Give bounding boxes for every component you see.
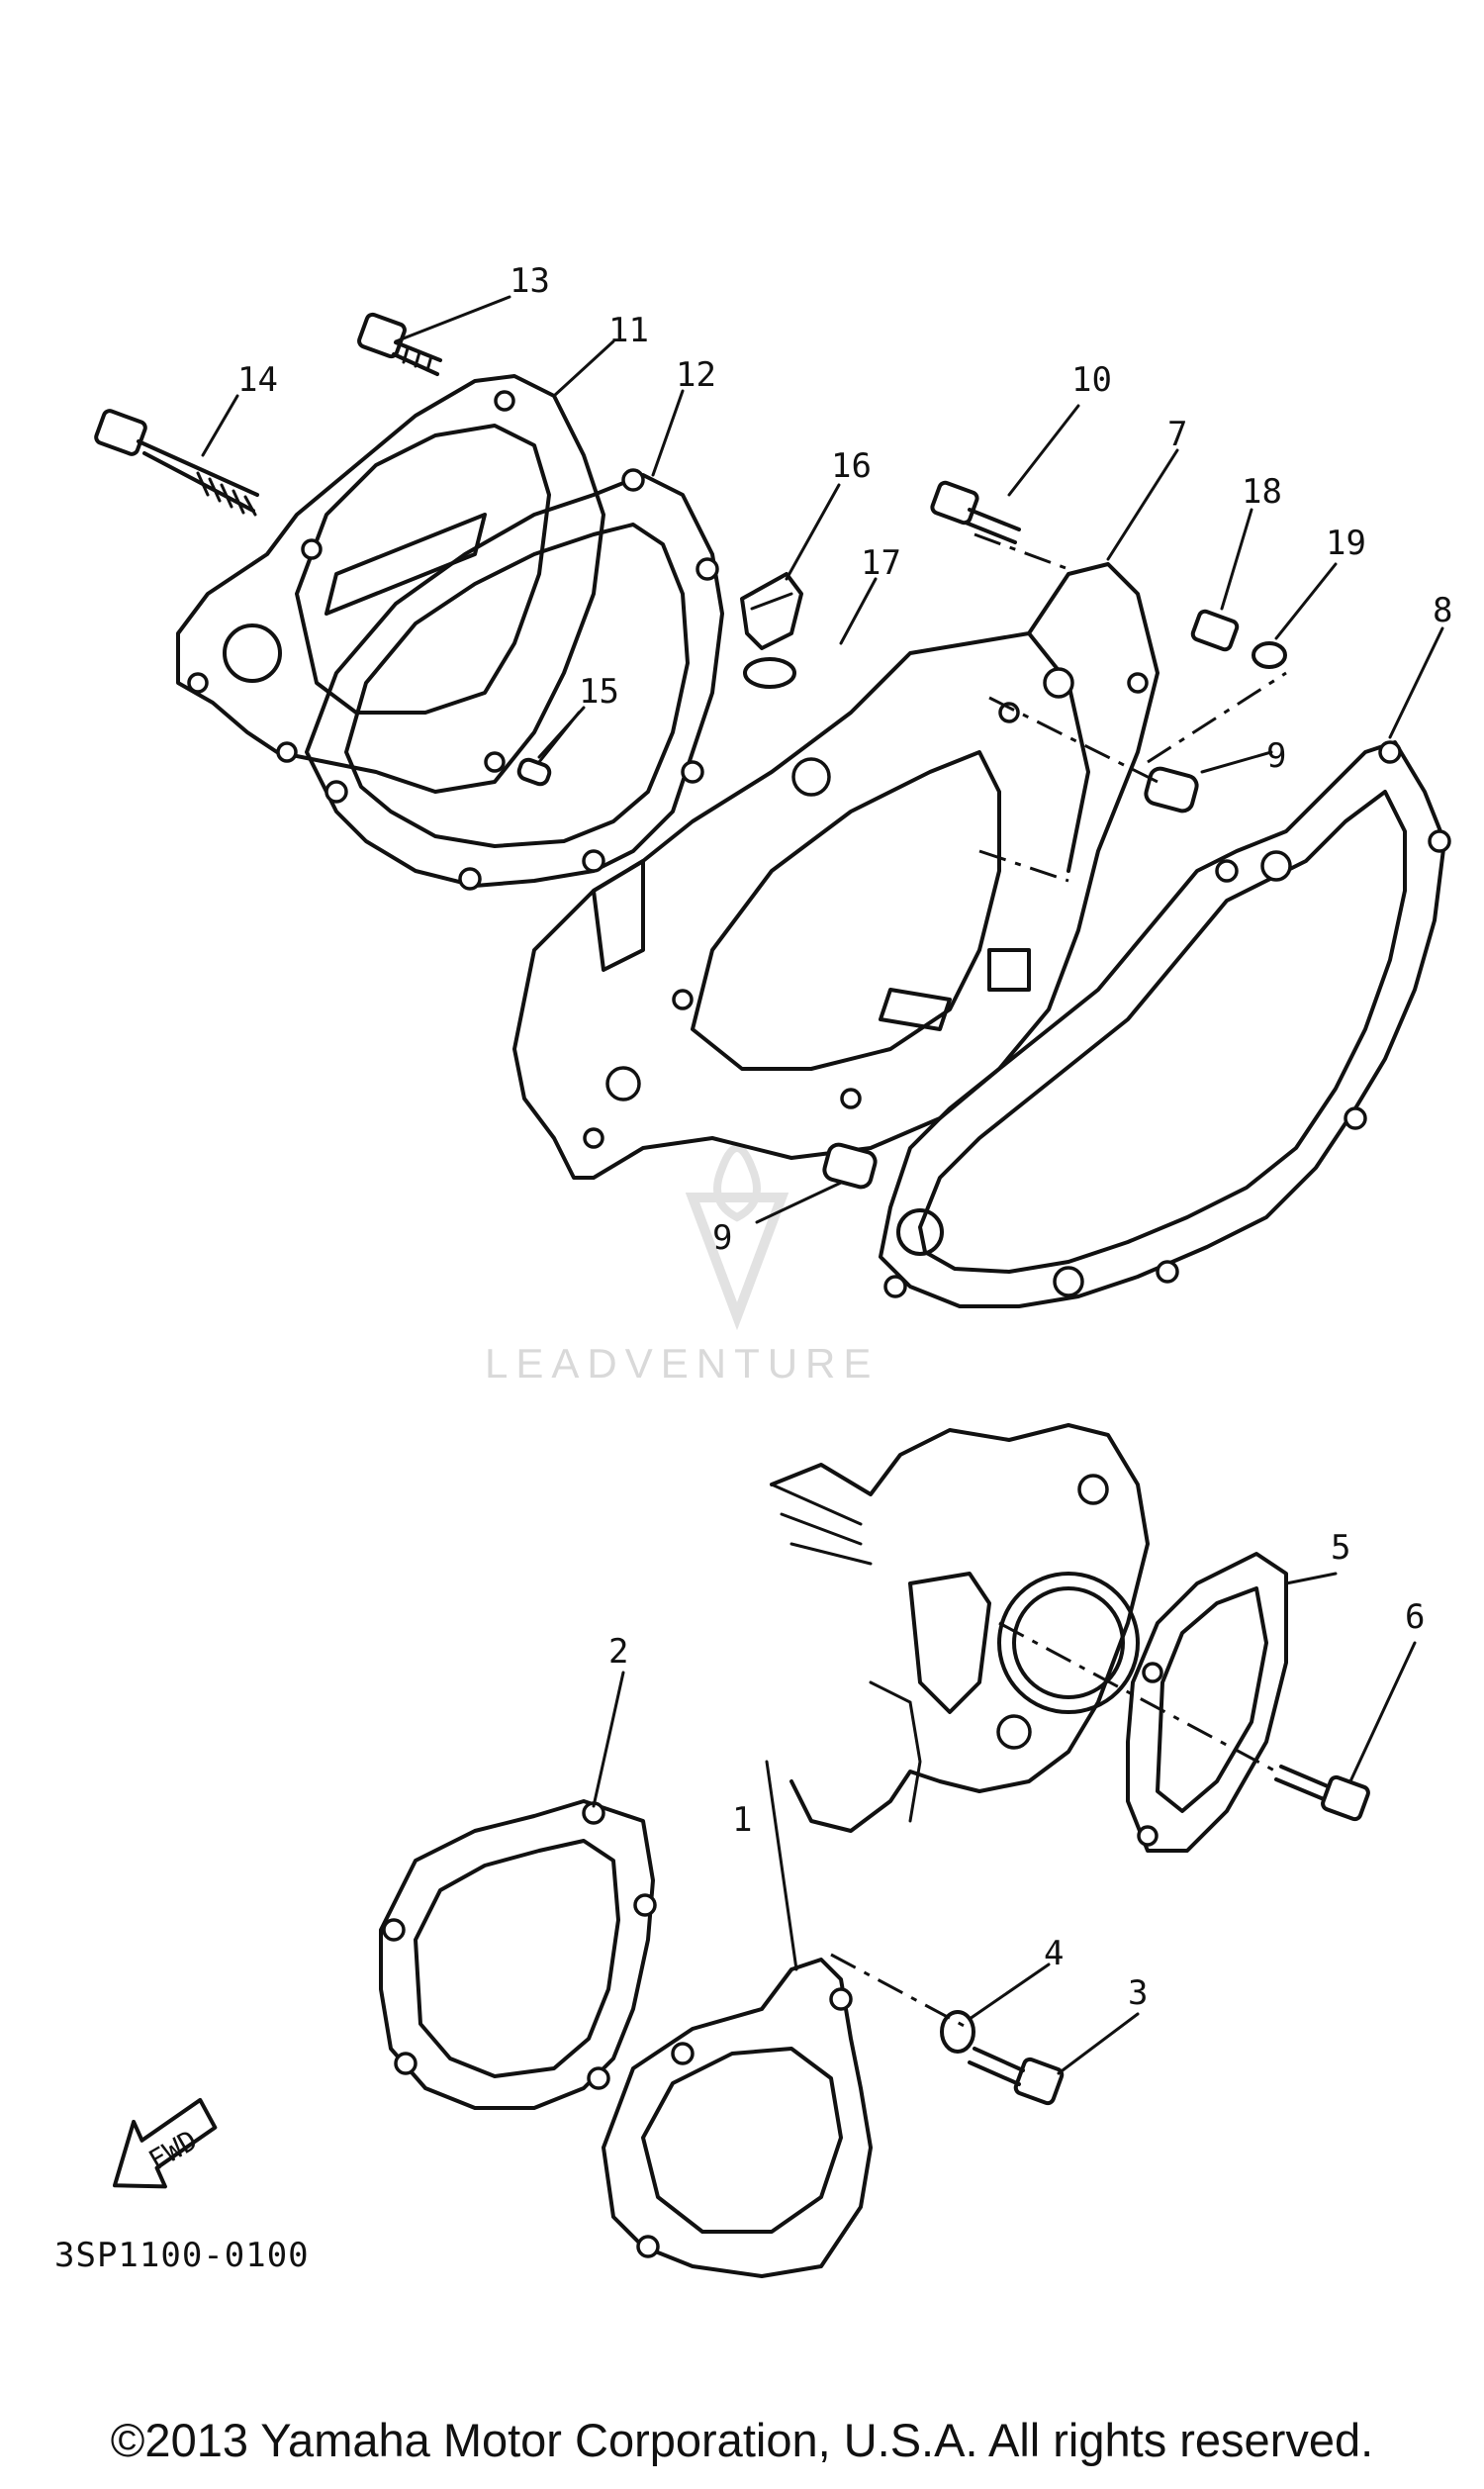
callout-18: 18 (1242, 472, 1282, 512)
callout-14: 14 (237, 360, 278, 400)
part-15-dowel (516, 711, 581, 787)
part-5-cover (1126, 1552, 1288, 1853)
part-3-bolt (968, 2047, 1065, 2106)
callout-6: 6 (1405, 1597, 1425, 1637)
part-19-washer (1252, 641, 1287, 669)
part-18-plug (1190, 609, 1240, 652)
callout-3: 3 (1128, 1973, 1148, 2013)
part-17-o-ring (743, 657, 796, 689)
part-code: 3SP1100-0100 (54, 2236, 310, 2275)
callout-9-lower: 9 (712, 1218, 732, 1258)
part-1-cover (602, 1958, 873, 2278)
callout-5: 5 (1331, 1528, 1350, 1568)
part-7-crankcase (512, 562, 1159, 1180)
callout-19: 19 (1326, 524, 1366, 563)
copyright-notice: ©2013 Yamaha Motor Corporation, U.S.A. A… (110, 2414, 1374, 2466)
engine-case-partial (770, 1423, 1150, 1833)
callout-11: 11 (608, 311, 649, 350)
callout-15: 15 (579, 672, 619, 712)
part-2-gasket (379, 1799, 657, 2110)
callout-8: 8 (1433, 591, 1452, 630)
watermark: LEADVENTURE (485, 1144, 879, 1387)
callout-12: 12 (676, 355, 716, 395)
part-16-cap (740, 572, 803, 650)
part-12-gasket (305, 468, 724, 891)
callout-16: 16 (831, 446, 872, 486)
part-6-bolt (1274, 1765, 1370, 1822)
callout-1: 1 (732, 1800, 752, 1840)
part-8-gasket (879, 740, 1451, 1308)
callout-numbers: 1 2 3 4 5 6 7 8 9 9 10 11 12 13 14 15 16… (237, 261, 1452, 2013)
part-13-bolt (357, 312, 442, 376)
leader-lines (201, 295, 1444, 2075)
callout-17: 17 (861, 543, 901, 583)
callout-7: 7 (1167, 415, 1187, 454)
part-10-bolt (930, 480, 1021, 544)
part-9-dowel-upper (1144, 766, 1199, 814)
watermark-text: LEADVENTURE (485, 1340, 879, 1387)
fwd-arrow: FWD (112, 2097, 218, 2189)
part-11-crankcase-cover (176, 374, 605, 794)
part-4-washer (940, 2010, 975, 2054)
callout-4: 4 (1044, 1934, 1064, 1973)
part-14-bolt (94, 409, 259, 517)
callout-9-upper: 9 (1266, 736, 1286, 776)
callout-13: 13 (510, 261, 550, 301)
callout-2: 2 (608, 1632, 628, 1672)
part-9-dowel-lower (822, 1142, 878, 1190)
callout-10: 10 (1071, 360, 1112, 400)
